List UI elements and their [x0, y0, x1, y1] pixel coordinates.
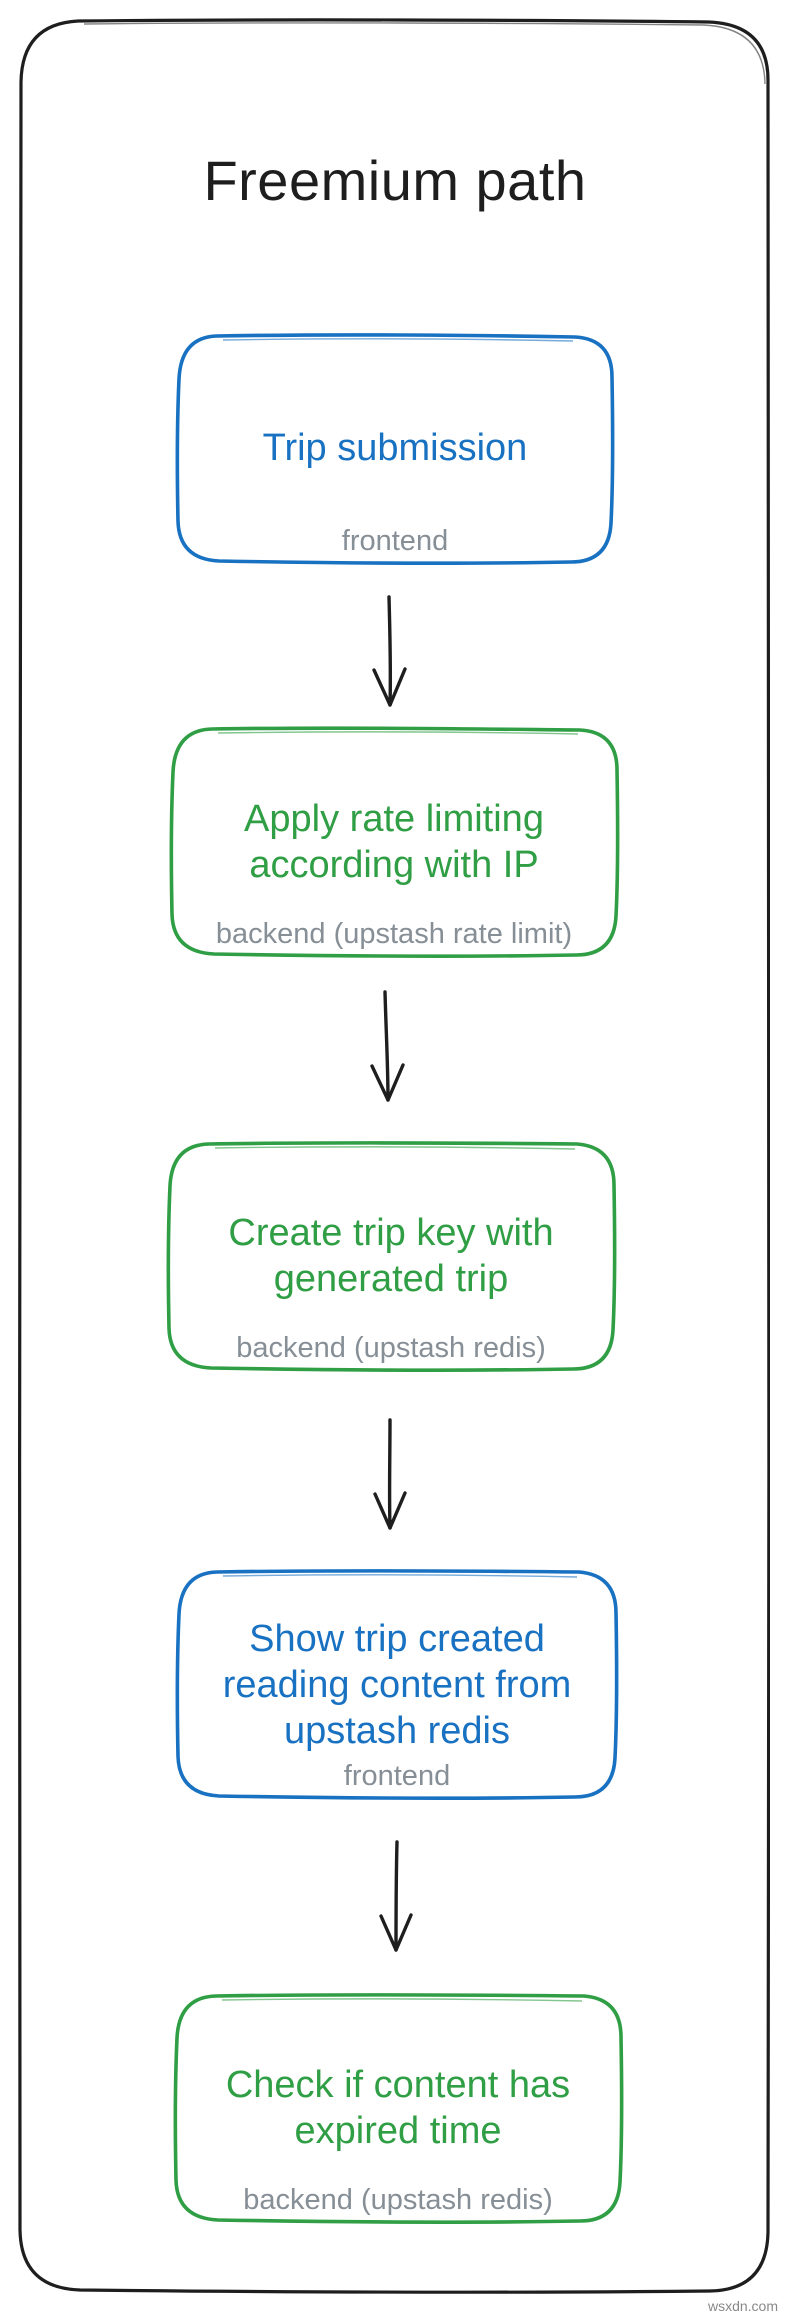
- flow-arrow-4: [379, 1840, 413, 1952]
- node-show-trip: Show trip created reading content from u…: [175, 1568, 619, 1800]
- flow-arrow-2: [370, 990, 405, 1102]
- node-label-line: Check if content has: [225, 2064, 571, 2106]
- diagram-title: Freemium path: [203, 149, 587, 212]
- flow-arrow-1: [372, 595, 407, 707]
- node-label-line: Apply rate limiting: [244, 798, 544, 840]
- node-sub-label: backend (upstash redis): [243, 2184, 553, 2216]
- node-box: [166, 1141, 617, 1372]
- flow-arrow-3: [373, 1418, 407, 1530]
- diagram-frame: [18, 18, 770, 2294]
- node-rate-limiting: Apply rate limiting according with IP ba…: [168, 726, 620, 958]
- node-label-line: Show trip created: [249, 1618, 545, 1660]
- node-box: [175, 333, 615, 565]
- node-trip-submission: Trip submission frontend: [175, 333, 615, 565]
- node-label-line: Create trip key with: [228, 1212, 554, 1254]
- node-box: [169, 726, 620, 958]
- node-label-line: Trip submission: [262, 427, 528, 469]
- node-sub-label: backend (upstash redis): [236, 1332, 546, 1364]
- node-label-line: expired time: [294, 2110, 502, 2152]
- node-label-line: according with IP: [249, 844, 539, 886]
- node-sub-label: backend (upstash rate limit): [215, 918, 573, 950]
- node-create-trip-key: Create trip key with generated trip back…: [165, 1140, 617, 1372]
- watermark: wsxdn.com: [707, 2298, 778, 2314]
- node-check-expired: Check if content has expired time backen…: [172, 1992, 624, 2224]
- node-label-line: upstash redis: [283, 1710, 510, 1752]
- node-sub-label: frontend: [343, 1760, 451, 1792]
- node-label-line: generated trip: [273, 1258, 509, 1300]
- node-label-line: reading content from: [222, 1664, 572, 1706]
- node-box: [175, 1569, 619, 1800]
- node-box: [173, 1993, 624, 2224]
- node-sub-label: frontend: [341, 525, 449, 557]
